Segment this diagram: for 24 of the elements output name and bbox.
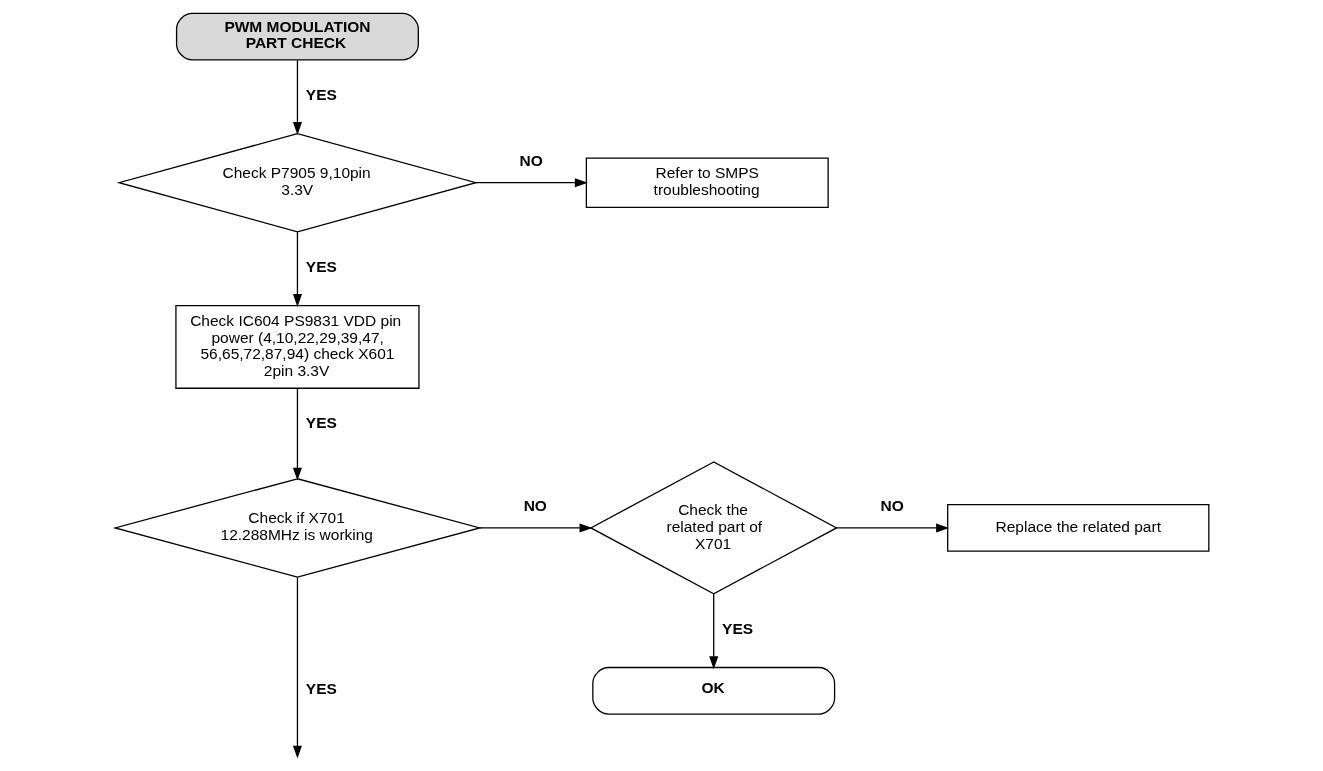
arrow [292, 576, 302, 759]
edge-label: YES [305, 680, 337, 698]
arrow [292, 59, 302, 135]
edge-label: YES [305, 414, 337, 432]
arrow [478, 523, 592, 533]
edge-label: NO [879, 497, 904, 515]
edge-label: YES [305, 258, 337, 276]
arrow [835, 523, 949, 533]
arrow [708, 593, 718, 670]
node-box: OK [591, 666, 835, 715]
node-box: Replace the related part [946, 503, 1209, 552]
edge-label: NO [523, 497, 547, 515]
node-diamond: Check the related part of X701 [589, 461, 838, 595]
edge-label: YES [721, 620, 753, 638]
node-box: Check IC604 PS9831 VDD pin power (4,10,22,29,39,47, 56,65,72,87,94) check X601 2pin 3.3V [174, 304, 420, 389]
edge-label: NO [518, 152, 543, 170]
node-box: Refer to SMPS troubleshooting [585, 157, 829, 208]
edge-label: YES [305, 86, 337, 104]
arrow [292, 231, 302, 308]
node-diamond: Check if X701 12.288MHz is working [112, 478, 482, 578]
arrow [474, 178, 588, 188]
node-diamond: Check P7905 9,10pin 3.3V [116, 132, 478, 233]
node-box: PWM MODULATION PART CHECK [175, 12, 419, 61]
arrow [292, 388, 302, 481]
